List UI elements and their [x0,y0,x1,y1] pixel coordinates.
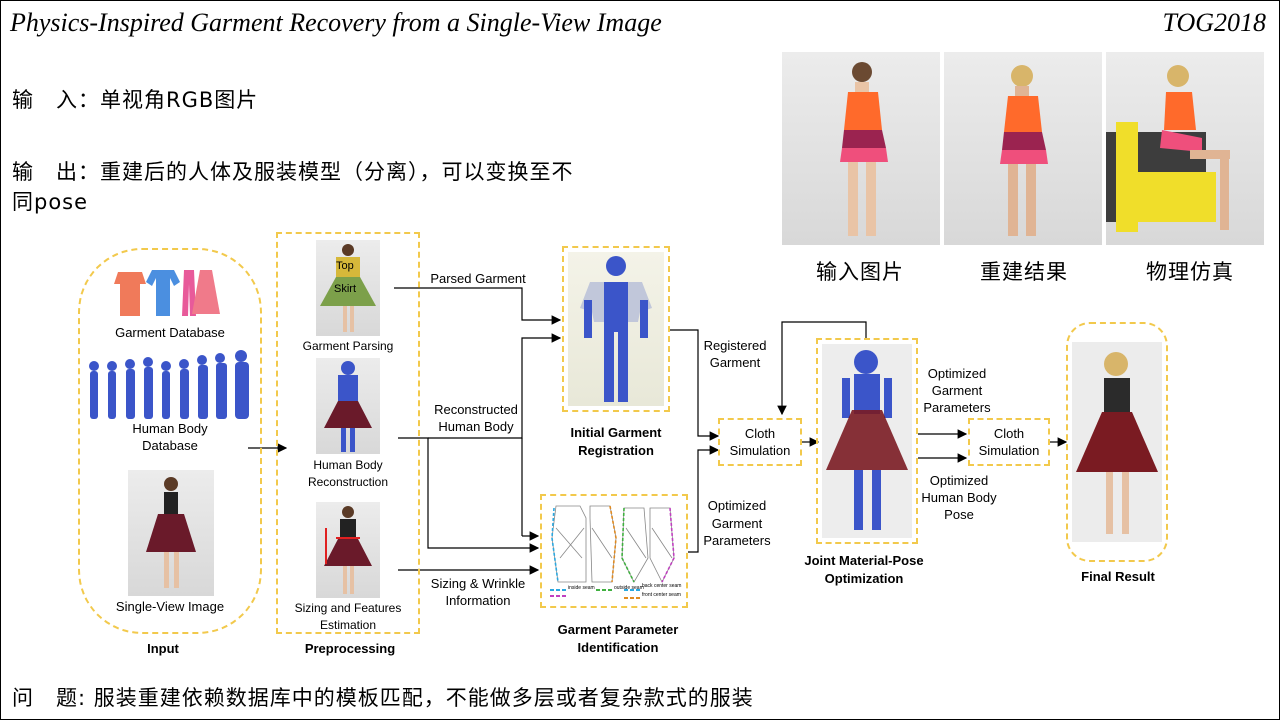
param-id-caption-1: Garment Parameter [557,622,679,637]
sizing-estimation-image [316,502,380,598]
registration-image [568,252,664,406]
label-opt-params-2: Garment [711,516,763,531]
output-line-2: 同pose [12,190,89,214]
final-result-panel [1066,322,1168,562]
label-opt-params-3: Parameters [703,533,771,548]
body-database-figures [89,350,249,419]
final-result-image [1072,342,1162,542]
single-view-image [128,470,214,596]
output-line-1: 输 出：重建后的人体及服装模型（分离），可以变换至不 [12,160,574,184]
joint-caption-2: Optimization [824,571,904,586]
joint-optimization-image [822,344,912,538]
registration-panel [562,246,670,412]
garment-parsing-image [316,240,380,336]
photo-label-input: 输入图片 [816,260,904,284]
label-recon-body-2: Human Body [438,419,514,434]
preprocessing-panel [276,232,420,634]
label-parsed-garment: Parsed Garment [430,271,526,286]
label-opt-pose-3: Pose [944,507,974,522]
photo-simulation [1106,52,1264,245]
label-opt-pose-1: Optimized [929,473,989,488]
sizing-label-2: Estimation [319,618,377,632]
cloth-sim-2-l2: Simulation [978,443,1040,458]
body-reconstruction-label-2: Reconstruction [307,475,389,489]
joint-caption-1: Joint Material-Pose [804,553,924,568]
single-view-label: Single-View Image [115,599,225,614]
pattern-diagram [550,505,675,599]
label-registered-1: Registered [703,338,767,353]
venue-label: TOG2018 [1162,8,1266,37]
legend-back-center-seam: back center seam [642,583,682,589]
label-opt-params-1: Optimized [707,498,767,513]
input-panel [78,248,262,634]
sizing-label-1: Sizing and Features [294,601,402,615]
label-recon-body-1: Reconstructed [434,402,518,417]
input-line: 输 入：单视角RGB图片 [12,88,259,112]
label-opt-pose-2: Human Body [921,490,997,505]
garment-database-label: Garment Database [115,325,225,340]
body-reconstruction-label-1: Human Body [313,458,383,472]
final-result-caption: Final Result [1081,569,1155,584]
photo-label-recon: 重建结果 [980,260,1068,284]
cloth-sim-1-l2: Simulation [729,443,791,458]
photo-label-sim: 物理仿真 [1146,260,1234,284]
preprocessing-caption: Preprocessing [304,641,396,656]
label-sizing-wrinkle-1: Sizing & Wrinkle [430,576,526,591]
legend-front-center-seam: front center seam [642,592,681,598]
cloth-simulation-box-1 [718,418,802,466]
input-caption: Input [147,641,179,656]
cloth-sim-2-l1: Cloth [993,426,1025,441]
body-reconstruction-image [316,358,380,454]
registration-caption-1: Initial Garment [570,425,662,440]
photo-reconstruction [944,52,1102,245]
cloth-sim-1-l1: Cloth [744,426,776,441]
label-opt-garment-2: Garment [931,383,983,398]
problem-line: 问 题: 服装重建依赖数据库中的模板匹配，不能做多层或者复杂款式的服装 [12,686,754,710]
legend-outside-seam: outside seam [614,585,644,591]
body-database-label-1: Human Body [132,421,208,436]
cloth-simulation-box-2 [968,418,1050,466]
skirt-tag: Skirt [334,283,356,295]
label-registered-2: Garment [709,355,761,370]
garment-database-icons [114,270,220,316]
param-id-caption-2: Identification [577,640,659,655]
slide-title: Physics-Inspired Garment Recovery from a… [10,8,662,37]
label-opt-garment-1: Optimized [927,366,987,381]
top-tag: Top [336,260,354,272]
joint-optimization-panel [816,338,918,544]
label-sizing-wrinkle-2: Information [445,593,511,608]
param-id-panel [540,494,688,608]
registration-caption-2: Registration [578,443,654,458]
body-database-label-2: Database [142,438,198,453]
label-opt-garment-3: Parameters [923,400,991,415]
legend-inside-seam: inside seam [568,585,595,591]
garment-parsing-label: Garment Parsing [302,339,394,353]
photo-input-image [782,52,940,245]
